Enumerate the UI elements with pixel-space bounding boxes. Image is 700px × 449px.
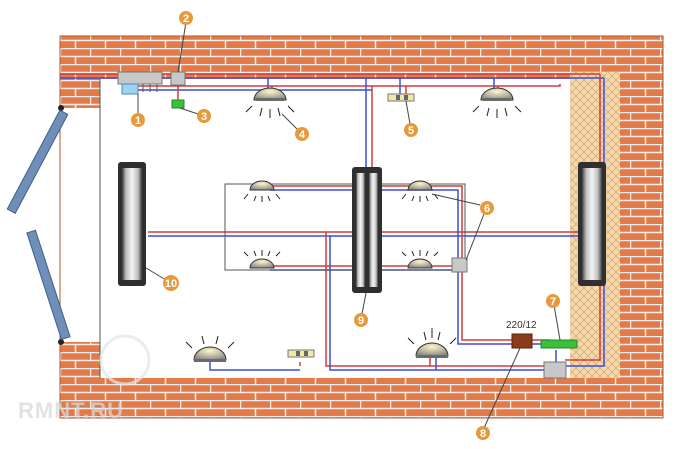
svg-text:9: 9 <box>358 315 364 327</box>
junction-box-icon <box>543 361 567 379</box>
dome-lamp-icon <box>245 87 295 118</box>
switch-icon <box>287 349 315 358</box>
callout-10 <box>163 275 179 291</box>
dome-lamp-icon <box>243 250 281 269</box>
wall-left-top <box>60 36 102 108</box>
switch-icon <box>540 339 578 349</box>
electric-panel <box>117 71 163 95</box>
room-floor <box>100 79 570 378</box>
callout-4 <box>295 127 309 141</box>
dome-lamp-icon <box>185 335 235 362</box>
transformer-icon <box>511 333 533 349</box>
callout-6 <box>480 201 494 215</box>
callout-9 <box>354 313 368 327</box>
callouts: 1 2 3 4 5 6 7 8 9 10 <box>131 11 560 440</box>
callout-1 <box>131 113 145 127</box>
meter-icon <box>121 83 139 95</box>
junction-box-icon <box>451 257 468 273</box>
svg-text:7: 7 <box>550 296 556 308</box>
watermark: RMNT.RU <box>18 334 151 423</box>
tube-lamp-icon <box>578 162 606 286</box>
door-leaf-bottom <box>26 229 71 341</box>
svg-text:10: 10 <box>165 278 177 290</box>
callout-5 <box>404 123 418 137</box>
wall-right <box>618 36 663 418</box>
door <box>6 105 71 345</box>
switch-icon <box>171 99 185 109</box>
callout-7 <box>546 294 560 308</box>
svg-text:4: 4 <box>299 129 306 141</box>
brick-walls <box>59 35 664 419</box>
switch-icon <box>387 93 415 102</box>
svg-text:3: 3 <box>201 111 207 123</box>
tube-lamp-icon <box>118 162 146 286</box>
dome-lamp-icon <box>472 87 522 118</box>
svg-text:8: 8 <box>480 428 486 440</box>
callout-2 <box>179 11 193 25</box>
spot-lamp-block <box>224 183 466 271</box>
dome-lamp-icon <box>401 180 439 202</box>
junction-box-icon <box>170 71 186 86</box>
svg-text:5: 5 <box>408 125 414 137</box>
door-leaf-top <box>6 109 69 214</box>
dome-lamp-icon <box>243 180 281 202</box>
dome-lamp-icon <box>407 328 457 358</box>
leader-lines <box>137 21 561 429</box>
wall-left-bottom <box>60 342 102 418</box>
dome-lamp-icon <box>401 250 439 269</box>
svg-text:1: 1 <box>135 115 141 127</box>
svg-text:2: 2 <box>183 13 189 25</box>
transformer-label: 220/12 <box>506 320 537 331</box>
tube-lamp-icon <box>352 167 382 293</box>
callout-8 <box>476 426 490 440</box>
svg-text:6: 6 <box>484 203 490 215</box>
callout-3 <box>197 109 211 123</box>
svg-text:RMNT.RU: RMNT.RU <box>18 398 124 423</box>
wall-bottom <box>60 378 663 418</box>
wire-red-inner <box>130 84 561 87</box>
